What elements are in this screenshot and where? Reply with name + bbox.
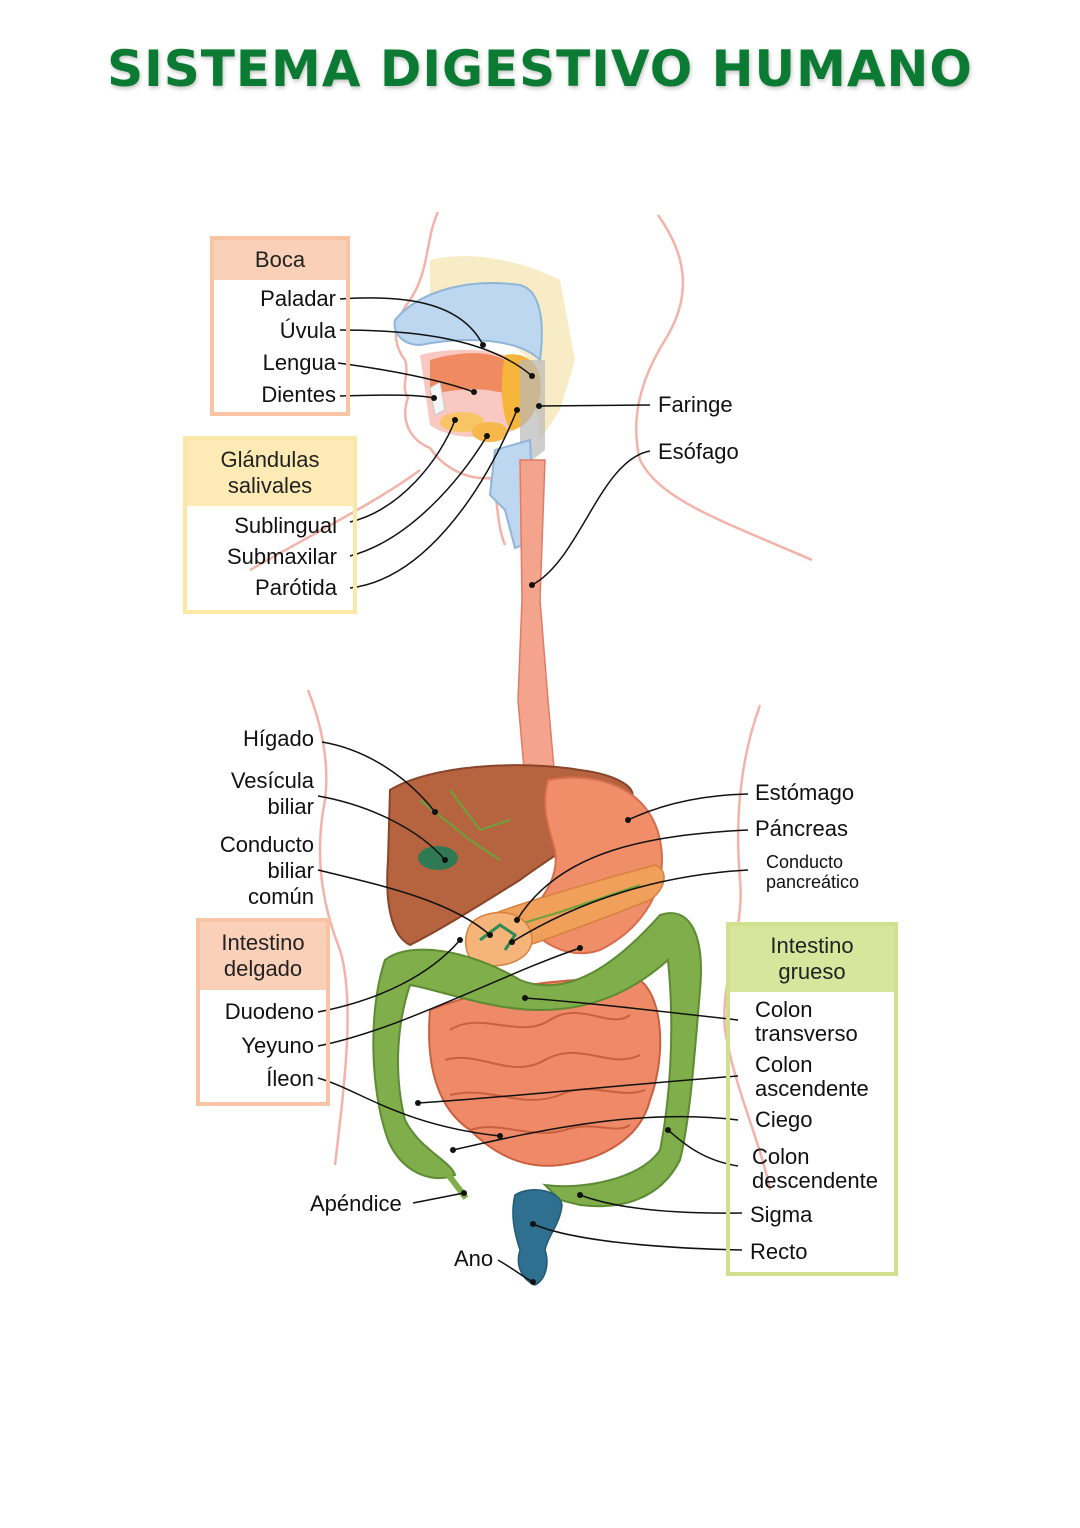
leader-conducto-pancreatico: [511, 869, 749, 943]
salivales-group-title: Glándulas salivales: [187, 440, 353, 506]
leader-colon-ascendente: [417, 1075, 739, 1104]
label-paladar: Paladar: [260, 286, 336, 311]
label-lengua: Lengua: [262, 350, 336, 375]
leader-colon-transverso: [524, 997, 739, 1021]
leader-recto: [532, 1223, 743, 1251]
leader-paladar: [339, 297, 484, 346]
label-colon-ascendente: Colon ascendente: [755, 1052, 869, 1101]
leader-estomago: [627, 793, 749, 821]
sublingual-gland-shape: [440, 412, 484, 432]
leader-dientes: [339, 394, 435, 399]
leader-ciego: [452, 1115, 739, 1151]
page-title: SISTEMA DIGESTIVO HUMANO: [107, 40, 973, 98]
submaxilar-gland-shape: [472, 422, 508, 442]
duodenum-shape: [464, 911, 533, 967]
label-colon-descendente: Colon descendente: [752, 1144, 878, 1193]
leader-faringe: [538, 404, 651, 407]
leader-parotida: [349, 409, 518, 589]
grueso-group-box: Intestino grueso: [726, 922, 898, 1276]
label-higado: Hígado: [243, 726, 314, 751]
leader-pancreas: [516, 829, 749, 921]
grueso-group-title: Intestino grueso: [730, 926, 894, 992]
label-ciego: Ciego: [755, 1107, 813, 1132]
leader-lengua: [337, 362, 475, 393]
leader-ileon: [317, 1077, 501, 1137]
label-uvula: Úvula: [279, 318, 336, 343]
label-apendice: Apéndice: [310, 1191, 402, 1216]
leader-esofago: [531, 450, 651, 586]
label-faringe: Faringe: [658, 392, 733, 417]
label-conducto-biliar: Conducto biliar común: [219, 832, 314, 909]
label-conducto-pancreatico: Conducto pancreático: [766, 852, 860, 892]
label-estomago: Estómago: [755, 780, 855, 805]
salivales-group-box: Glándulas salivales: [183, 436, 357, 614]
leader-sublingual: [349, 419, 456, 523]
label-pancreas: Páncreas: [755, 816, 848, 841]
delgado-group-box: Intestino delgado: [196, 918, 330, 1106]
boca-group-box: Boca: [210, 236, 350, 416]
boca-group-title: Boca: [214, 240, 346, 280]
label-duodeno: Duodeno: [224, 999, 314, 1024]
leader-duodeno: [317, 939, 461, 1013]
leader-higado: [321, 741, 436, 813]
label-yeyuno: Yeyuno: [241, 1033, 314, 1058]
gallbladder-shape: [418, 846, 458, 870]
leader-uvula: [339, 329, 533, 377]
delgado-group-title: Intestino delgado: [200, 922, 326, 990]
teeth-shape: [429, 381, 446, 416]
label-parotida: Parótida: [255, 575, 337, 600]
rectum-shape: [512, 1189, 563, 1286]
leader-sigma: [579, 1194, 743, 1214]
label-sigma: Sigma: [750, 1202, 813, 1227]
label-recto: Recto: [750, 1239, 808, 1264]
label-vesicula: Vesícula biliar: [230, 768, 314, 819]
label-ano: Ano: [454, 1246, 494, 1271]
label-sublingual: Sublingual: [234, 513, 337, 538]
leader-apendice: [412, 1192, 465, 1204]
palate-shape: [393, 282, 543, 363]
leader-vesicula: [317, 795, 446, 861]
leader-ano: [497, 1259, 534, 1283]
leader-yeyuno: [317, 947, 581, 1047]
label-esofago: Esófago: [658, 439, 739, 464]
label-dientes: Dientes: [261, 382, 336, 407]
label-ileon: Íleon: [266, 1066, 314, 1091]
label-submaxilar: Submaxilar: [226, 544, 337, 569]
leader-conducto-biliar: [317, 869, 491, 936]
colon-shape: [372, 912, 702, 1208]
label-colon-transverso: Colon transverso: [755, 997, 858, 1046]
leader-submaxilar: [349, 435, 488, 557]
